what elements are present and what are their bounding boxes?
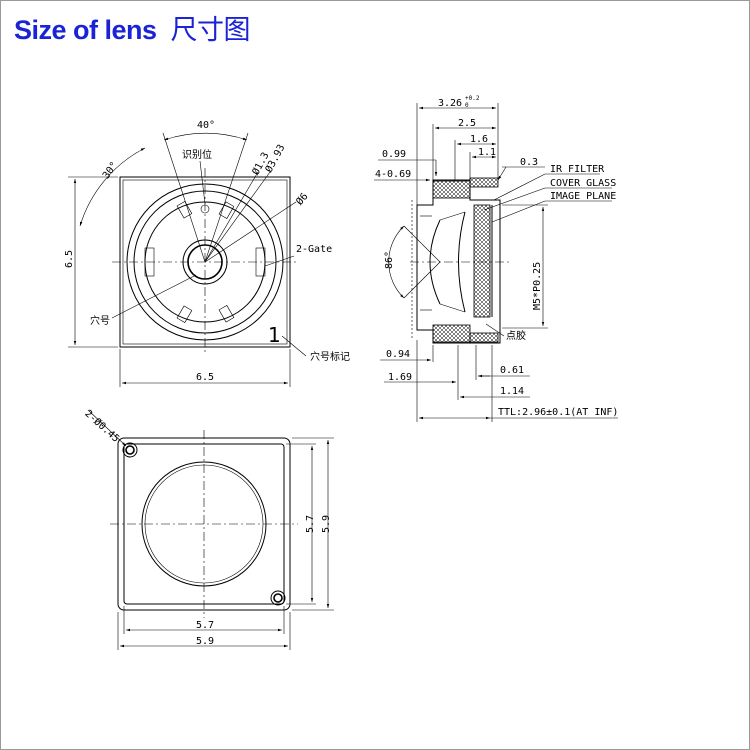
outer-h-label: 5.9	[321, 515, 332, 533]
fov-label: 86°	[384, 251, 395, 269]
page-title: Size of lens 尺寸图	[14, 8, 251, 47]
pin-1-outer	[122, 442, 138, 458]
cavity-label: 穴号	[90, 314, 110, 327]
angle-40-leader-l	[162, 132, 206, 263]
angle-30-label: 30°	[101, 160, 120, 181]
height-label: 6.5	[64, 250, 75, 268]
title-en: Size of lens	[14, 15, 157, 45]
side-view: 86° 3.26 +0.2 0 2.5 1.6 1.1 0.99 0.3 4-0…	[374, 95, 618, 422]
thread-label: M5*P0.25	[532, 262, 543, 310]
fov-arc	[388, 225, 405, 299]
cavity-mark-label: 穴号标记	[310, 350, 350, 363]
dia-6-label: Ø6	[294, 191, 311, 208]
pin-2-outer	[270, 590, 286, 606]
pins-label: 2-Ø0.45	[82, 408, 121, 445]
cavity-leader	[111, 274, 197, 319]
dim-0-3-label: 0.3	[520, 157, 538, 168]
side-foot	[469, 332, 499, 343]
fov-ray-bottom	[403, 261, 441, 299]
side-barrel-bottom	[432, 324, 471, 343]
dim-1-1-label: 1.1	[478, 147, 496, 158]
side-lip	[469, 177, 499, 188]
gate-leader	[264, 255, 295, 267]
pins-leader	[87, 409, 127, 447]
inner-w-label: 5.7	[196, 620, 214, 631]
image-plane-label: IMAGE PLANE	[550, 191, 616, 202]
side-lens-rear	[458, 211, 466, 313]
outer-w-label: 5.9	[196, 636, 214, 647]
id-mark-leader	[199, 160, 206, 205]
cover-glass-label: COVER GLASS	[550, 178, 616, 189]
dim-2-5-label: 2.5	[458, 118, 476, 129]
glue-label: 点胶	[506, 329, 526, 342]
tol-lower-label: 0	[465, 102, 469, 109]
side-filter-stack	[473, 204, 491, 318]
pin-2-inner	[273, 593, 283, 603]
dim-0-94-label: 0.94	[386, 349, 410, 360]
width-label: 6.5	[196, 372, 214, 383]
cavity-mark-leader	[281, 335, 307, 357]
id-mark-label: 识别位	[182, 148, 212, 161]
tol-upper-label: +0.2	[465, 95, 480, 102]
fov-ray-top	[403, 225, 441, 263]
side-barrel-top	[432, 180, 471, 199]
pin-1-inner	[125, 445, 135, 455]
side-lens-edge-bottom	[439, 303, 466, 313]
front-view: 40° 30° Ø1.3 Ø3.93 Ø6 识别位 2-Gate 穴号 1 穴号…	[64, 120, 350, 387]
angle-40-label: 40°	[197, 120, 215, 131]
glue-leader	[485, 323, 505, 337]
ttl-label: TTL:2.96±0.1(AT INF)	[498, 407, 618, 418]
dim-total-label: 3.26	[438, 98, 462, 109]
dim-0-61-label: 0.61	[500, 365, 524, 376]
dim-1-69-label: 1.69	[388, 372, 412, 383]
holes-label: 4-0.69	[375, 169, 411, 180]
dia-6-leader	[204, 201, 297, 263]
angle-30-arc	[79, 147, 146, 227]
side-lens-edge-top	[439, 211, 466, 221]
dim-1-14-label: 1.14	[500, 386, 524, 397]
inner-h-label: 5.7	[305, 515, 316, 533]
image-plane-leader	[491, 200, 546, 223]
gate-label: 2-Gate	[296, 244, 332, 255]
dim-1-6-label: 1.6	[470, 134, 488, 145]
ir-filter-label: IR FILTER	[550, 164, 605, 175]
dim-0-99-label: 0.99	[382, 149, 406, 160]
dia-1-3-leader	[204, 171, 259, 263]
cavity-number: 1	[268, 323, 281, 347]
title-cn: 尺寸图	[170, 15, 251, 46]
dim-0-3-pointer	[497, 166, 507, 181]
dia-3-93-leader	[204, 171, 271, 263]
bottom-view: 2-Ø0.45 5.7 5.9 5.7 5.9	[82, 408, 334, 650]
cover-glass-leader	[483, 187, 546, 211]
ir-filter-leader	[493, 173, 546, 201]
angle-40-leader-r	[204, 132, 249, 263]
angle-40-arc	[163, 132, 248, 141]
